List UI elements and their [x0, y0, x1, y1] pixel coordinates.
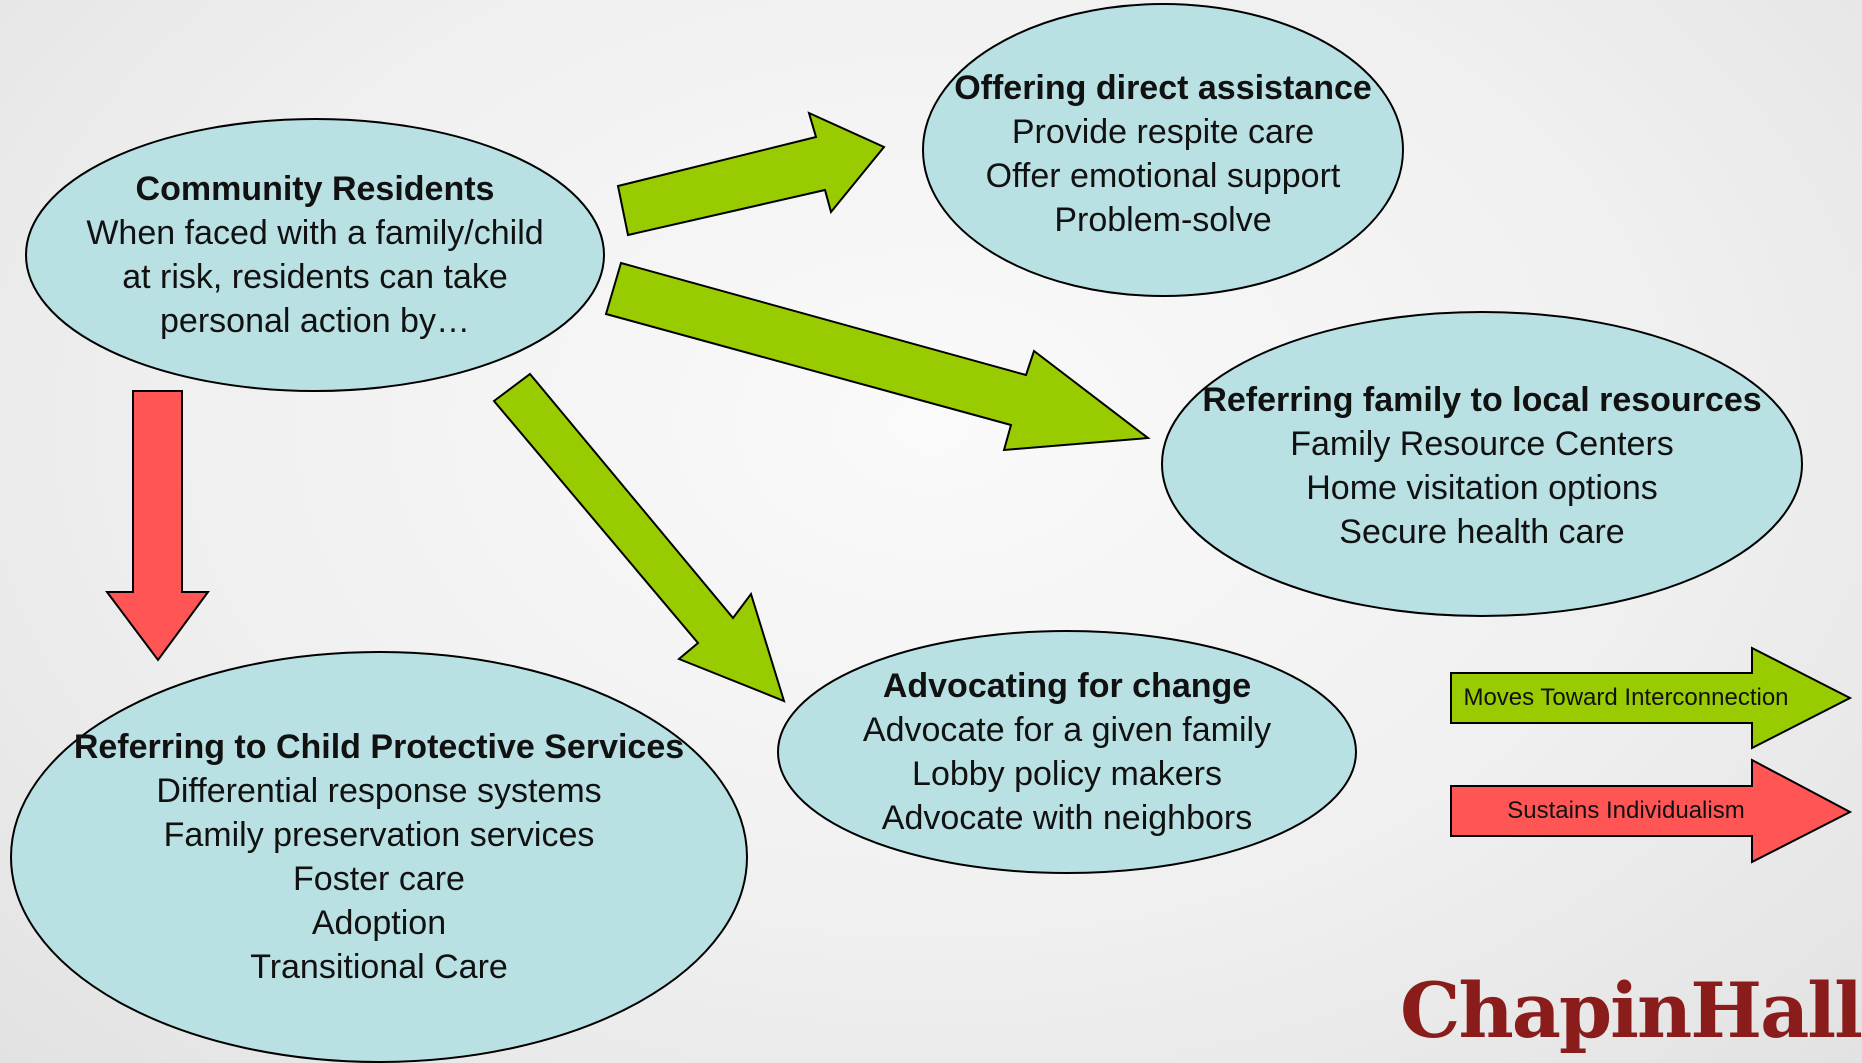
- node-line: personal action by…: [160, 302, 470, 340]
- node-cps-shape: [10, 651, 748, 1063]
- node-line: Provide respite care: [1011, 113, 1315, 151]
- node-direct-assistance-shape: [922, 3, 1404, 297]
- node-direct-assistance: Offering direct assistance Provide respi…: [923, 64, 1403, 244]
- node-title: Community Residents: [135, 170, 495, 208]
- node-line: Advocate for a given family: [862, 711, 1272, 749]
- node-local-resources-shape: [1161, 311, 1803, 617]
- node-title: Offering direct assistance: [954, 69, 1372, 107]
- node-line: When faced with a family/child: [86, 214, 544, 252]
- arrow-to-direct-assistance: [616, 111, 886, 237]
- node-line: Problem-solve: [1054, 201, 1272, 239]
- node-community-residents-shape: [25, 118, 605, 392]
- node-line: Secure health care: [1339, 513, 1625, 551]
- node-cps: Referring to Child Protective Services D…: [69, 722, 689, 992]
- arrow-to-cps: [105, 390, 210, 662]
- node-line: at risk, residents can take: [122, 258, 508, 296]
- legend-green-label: Moves Toward Interconnection: [1463, 684, 1789, 711]
- node-advocating: Advocating for change Advocate for a giv…: [817, 662, 1317, 842]
- node-advocating-shape: [777, 630, 1357, 874]
- legend-red-arrow: [1450, 758, 1853, 864]
- node-line: Offer emotional support: [985, 157, 1341, 195]
- node-line: Foster care: [293, 860, 465, 898]
- legend-red-label: Sustains Individualism: [1507, 797, 1745, 824]
- arrow-to-local-resources: [604, 261, 1151, 452]
- node-line: Advocate with neighbors: [881, 799, 1253, 837]
- node-title: Advocating for change: [882, 667, 1252, 705]
- legend-green-arrow: [1450, 646, 1853, 750]
- node-line: Family preservation services: [163, 816, 595, 854]
- node-title: Referring to Child Protective Services: [73, 728, 685, 766]
- node-line: Adoption: [311, 904, 447, 942]
- node-line: Family Resource Centers: [1290, 425, 1674, 463]
- arrow-to-advocating: [492, 372, 786, 703]
- node-line: Lobby policy makers: [912, 755, 1222, 793]
- node-line: Home visitation options: [1306, 469, 1658, 507]
- node-community-residents: Community Residents When faced with a fa…: [66, 160, 564, 350]
- node-local-resources: Referring family to local resources Fami…: [1182, 376, 1782, 556]
- node-line: Differential response systems: [156, 772, 602, 810]
- chapin-hall-logo: ChapinHall: [1400, 966, 1862, 1055]
- node-line: Transitional Care: [250, 948, 508, 986]
- node-title: Referring family to local resources: [1202, 381, 1762, 419]
